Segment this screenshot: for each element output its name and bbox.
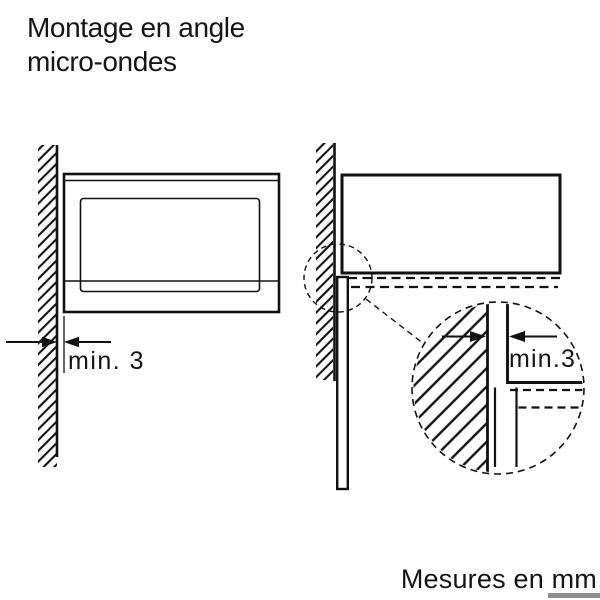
- dimension-label-left: min. 3: [68, 347, 145, 375]
- side-filler-panel: [336, 275, 350, 491]
- detail-view-content: [413, 303, 583, 473]
- page-title: Montage en angle micro-ondes: [27, 11, 245, 79]
- dimension-label-detail: min.3: [509, 345, 576, 373]
- page-title-line2: micro-ondes: [27, 46, 177, 77]
- units-note: Mesures en mm: [400, 564, 597, 594]
- wall-hatching-detail: [413, 303, 487, 473]
- cabinet-body: [340, 173, 562, 275]
- microwave-front: [62, 172, 281, 314]
- page-title-line1: Montage en angle: [27, 12, 245, 43]
- front-view-diagram: min. 3: [6, 145, 281, 467]
- detail-source-circle: [303, 243, 373, 313]
- side-view-diagram: min.3: [303, 143, 585, 491]
- detail-magnifier-circle: [411, 301, 585, 475]
- gap-dimension-left: min. 3: [6, 316, 145, 375]
- arrowhead-right-icon: [42, 336, 57, 348]
- arrowhead-right-icon: [470, 331, 486, 342]
- microwave-outer-frame: [62, 172, 281, 314]
- wall-hatching-left: [38, 145, 57, 467]
- cabinet-corner-detail: [506, 303, 583, 384]
- microwave-door-window: [79, 197, 261, 293]
- wall-hatching-right: [316, 143, 333, 380]
- arrowhead-left-icon: [509, 331, 525, 342]
- horizontal-scrollbar-thumb[interactable]: [548, 593, 600, 598]
- gap-dimension-detail: min.3: [442, 331, 576, 373]
- detail-leader-line: [365, 298, 425, 345]
- arrowhead-left-icon: [64, 336, 79, 348]
